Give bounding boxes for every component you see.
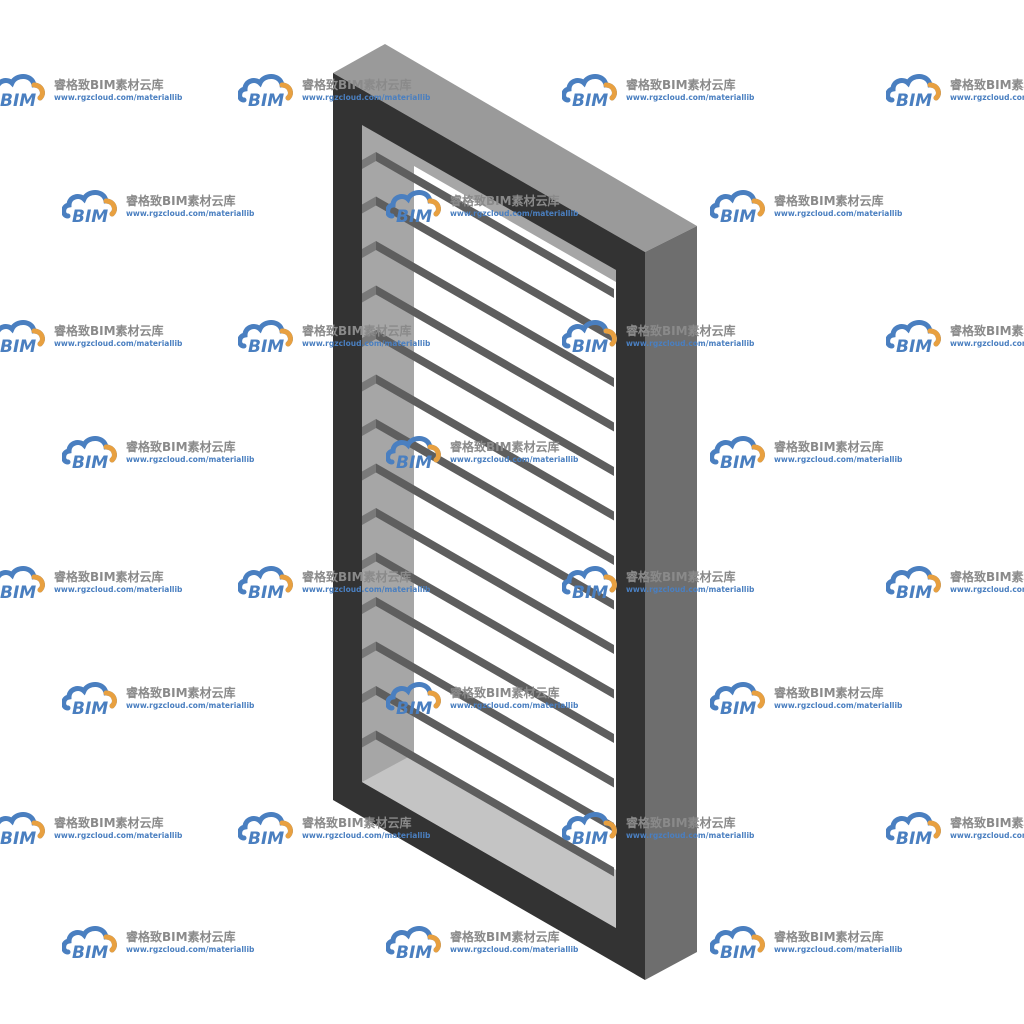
louver-slat — [376, 597, 614, 743]
louver-slat — [376, 241, 614, 387]
louver-slat-end — [362, 196, 376, 214]
louver-slat — [376, 730, 614, 877]
frame-inner-sill — [362, 754, 616, 928]
louver-slat-end — [362, 419, 376, 436]
louver-slat-end — [362, 508, 376, 525]
louver-slat — [376, 285, 614, 432]
louver-slat — [376, 374, 614, 521]
louver-slat — [376, 641, 614, 788]
louver-slat — [376, 330, 614, 476]
louver-slat-end — [362, 374, 376, 392]
louver-slat-end — [362, 241, 376, 258]
louver-slats — [362, 152, 614, 877]
louver-slat-end — [362, 330, 376, 347]
louver-slat-end — [362, 597, 376, 614]
louver-slat-end — [362, 730, 376, 748]
frame-top-face — [333, 44, 697, 252]
louver-slat — [376, 196, 614, 343]
louver-slat-end — [362, 641, 376, 659]
louver-slat — [376, 508, 614, 654]
louver-slat-end — [362, 686, 376, 703]
louver-slat-end — [362, 552, 376, 570]
louver-slat — [376, 552, 614, 699]
frame-side-face — [645, 226, 697, 980]
louver-slat-end — [362, 152, 376, 169]
louver-slat-end — [362, 285, 376, 303]
louver-slat-end — [362, 463, 376, 481]
louver-slat — [376, 463, 614, 610]
louver-slat — [376, 686, 614, 832]
louver-slat — [376, 152, 614, 298]
